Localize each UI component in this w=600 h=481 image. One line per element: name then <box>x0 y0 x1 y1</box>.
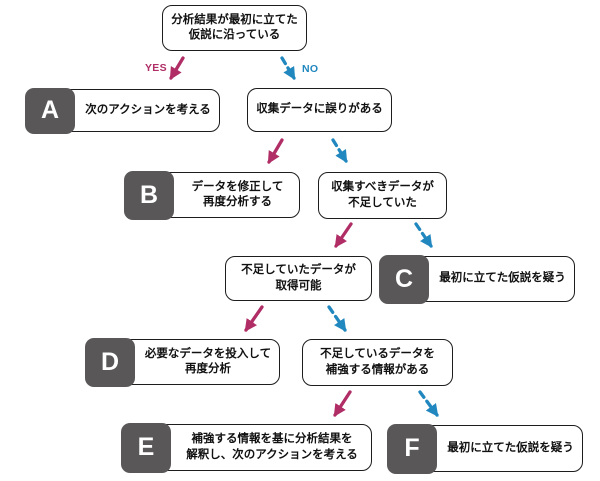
node-supplement-line2: 補強する情報がある <box>325 363 430 376</box>
arrow-root-to-a <box>169 56 185 80</box>
node-root-line1: 分析結果が最初に立てた <box>171 13 298 26</box>
arrow-supplement-to-e <box>333 390 352 417</box>
yes-label: YES <box>145 62 167 74</box>
node-b-line2: 再度分析する <box>203 196 272 208</box>
badge-e: E <box>121 422 171 473</box>
arrow-root-to-error <box>280 56 296 80</box>
arrow-supplement-to-f <box>418 390 439 417</box>
arrow-obtainable-to-supplement <box>327 305 347 332</box>
arrow-insufficient-to-obtainable <box>334 222 353 248</box>
badge-c: C <box>379 254 429 304</box>
arrow-obtainable-to-d <box>244 305 264 332</box>
node-b-line1: データを修正して <box>191 180 284 193</box>
node-obtainable: 不足していたデータが 取得可能 <box>225 256 372 301</box>
node-a-label: 次のアクションを考える <box>85 103 211 116</box>
node-insufficient-line2: 不足していた <box>348 196 417 209</box>
node-obtainable-line2: 取得可能 <box>275 279 322 292</box>
node-f-label: 最初に立てた仮説を疑う <box>447 441 574 454</box>
node-d-line2: 再度分析 <box>185 363 231 375</box>
badge-a: A <box>25 87 75 134</box>
badge-b: B <box>124 170 174 220</box>
node-error-label: 収集データに誤りがある <box>256 103 383 116</box>
node-supplement: 不足しているデータを 補強する情報がある <box>302 339 453 386</box>
arrow-error-to-insufficient <box>331 138 348 163</box>
badge-f: F <box>387 423 437 474</box>
arrow-error-to-b <box>267 138 284 164</box>
node-e: E 補強する情報を基に分析結果を 解釈し、次のアクションを考える <box>121 422 372 473</box>
node-supplement-line1: 不足しているデータを <box>320 348 435 361</box>
node-obtainable-line1: 不足していたデータが <box>241 264 356 277</box>
node-d-line1: 必要なデータを投入して <box>144 347 272 360</box>
node-d: D 必要なデータを投入して 再度分析 <box>85 337 280 387</box>
badge-d: D <box>85 337 135 387</box>
node-f: F 最初に立てた仮説を疑う <box>387 423 583 474</box>
node-a: A 次のアクションを考える <box>25 87 220 134</box>
node-insufficient-line1: 収集すべきデータが <box>331 181 434 194</box>
node-root-line2: 仮説に沿っている <box>188 29 281 41</box>
node-b: B データを修正して 再度分析する <box>124 170 300 220</box>
node-c: C 最初に立てた仮説を疑う <box>379 254 575 304</box>
node-e-line2: 解釈し、次のアクションを考える <box>186 448 358 461</box>
node-error: 収集データに誤りがある <box>247 88 392 132</box>
no-label: NO <box>302 63 319 75</box>
node-root: 分析結果が最初に立てた 仮説に沿っている <box>162 5 307 51</box>
node-c-label: 最初に立てた仮説を疑う <box>439 272 566 285</box>
node-insufficient: 収集すべきデータが 不足していた <box>318 172 447 219</box>
node-e-line1: 補強する情報を基に分析結果を <box>191 433 353 446</box>
arrow-insufficient-to-c <box>414 222 433 248</box>
